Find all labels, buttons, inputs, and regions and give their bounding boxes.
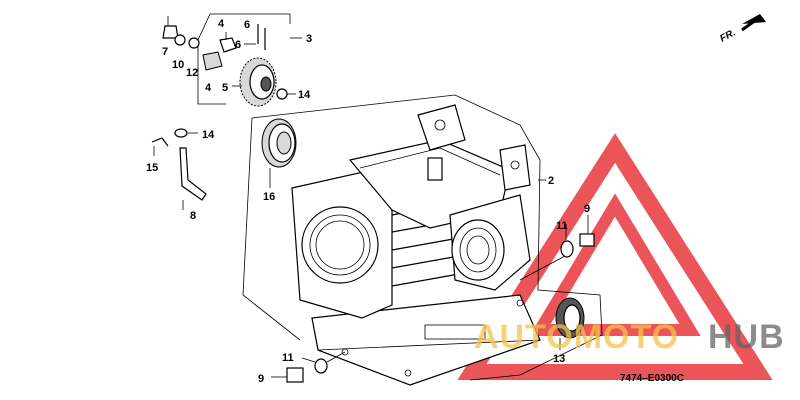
label-13: 13: [553, 353, 565, 365]
governor-parts: [162, 16, 266, 71]
watermark-triangle-logo: [457, 133, 773, 380]
label-4a: 4: [218, 18, 225, 30]
label-9b: 9: [258, 373, 264, 385]
label-16: 16: [263, 191, 275, 203]
front-direction-indicator: FR.: [718, 14, 766, 45]
diagram-code: 7474–E0300C: [620, 373, 684, 384]
label-8: 8: [190, 210, 196, 222]
label-14b: 14: [202, 129, 215, 141]
label-4b: 4: [205, 82, 212, 94]
label-10: 10: [172, 59, 184, 71]
crankcase-body: [291, 104, 541, 386]
clip-15: [151, 137, 169, 156]
label-2: 2: [548, 175, 554, 187]
label-14a: 14: [298, 89, 311, 101]
crankcase-frame: [242, 94, 603, 381]
governor-gear-5: [232, 57, 296, 107]
watermark-part2: HUB: [708, 318, 785, 356]
front-label: FR.: [718, 27, 737, 44]
label-6a: 6: [244, 19, 250, 31]
watermark-part1: AUTOMOTO: [474, 318, 679, 356]
label-5: 5: [222, 82, 228, 94]
label-12: 12: [186, 67, 198, 79]
label-6b: 6: [235, 39, 241, 51]
watermark-logo: AUTOMOTO HUB: [474, 318, 785, 356]
label-11b: 11: [282, 352, 294, 364]
oil-tube-8: [179, 147, 207, 210]
oil-seal-13: [555, 297, 585, 350]
bearing-16: [261, 118, 297, 188]
label-11a: 11: [556, 220, 568, 232]
label-9a: 9: [584, 203, 590, 215]
front-arrow-icon: [742, 14, 766, 24]
callout-labels: 2 3 4 4 5 6 6 7 8 9 9 10 11 11 12 13 14 …: [146, 18, 590, 385]
label-15: 15: [146, 162, 158, 174]
washer-14-left: [174, 128, 198, 138]
drain-bolt-right: [519, 215, 595, 281]
drain-bolt-bottom: [271, 351, 346, 383]
governor-frame: [197, 13, 302, 105]
label-7: 7: [162, 46, 168, 58]
label-3: 3: [306, 33, 312, 45]
